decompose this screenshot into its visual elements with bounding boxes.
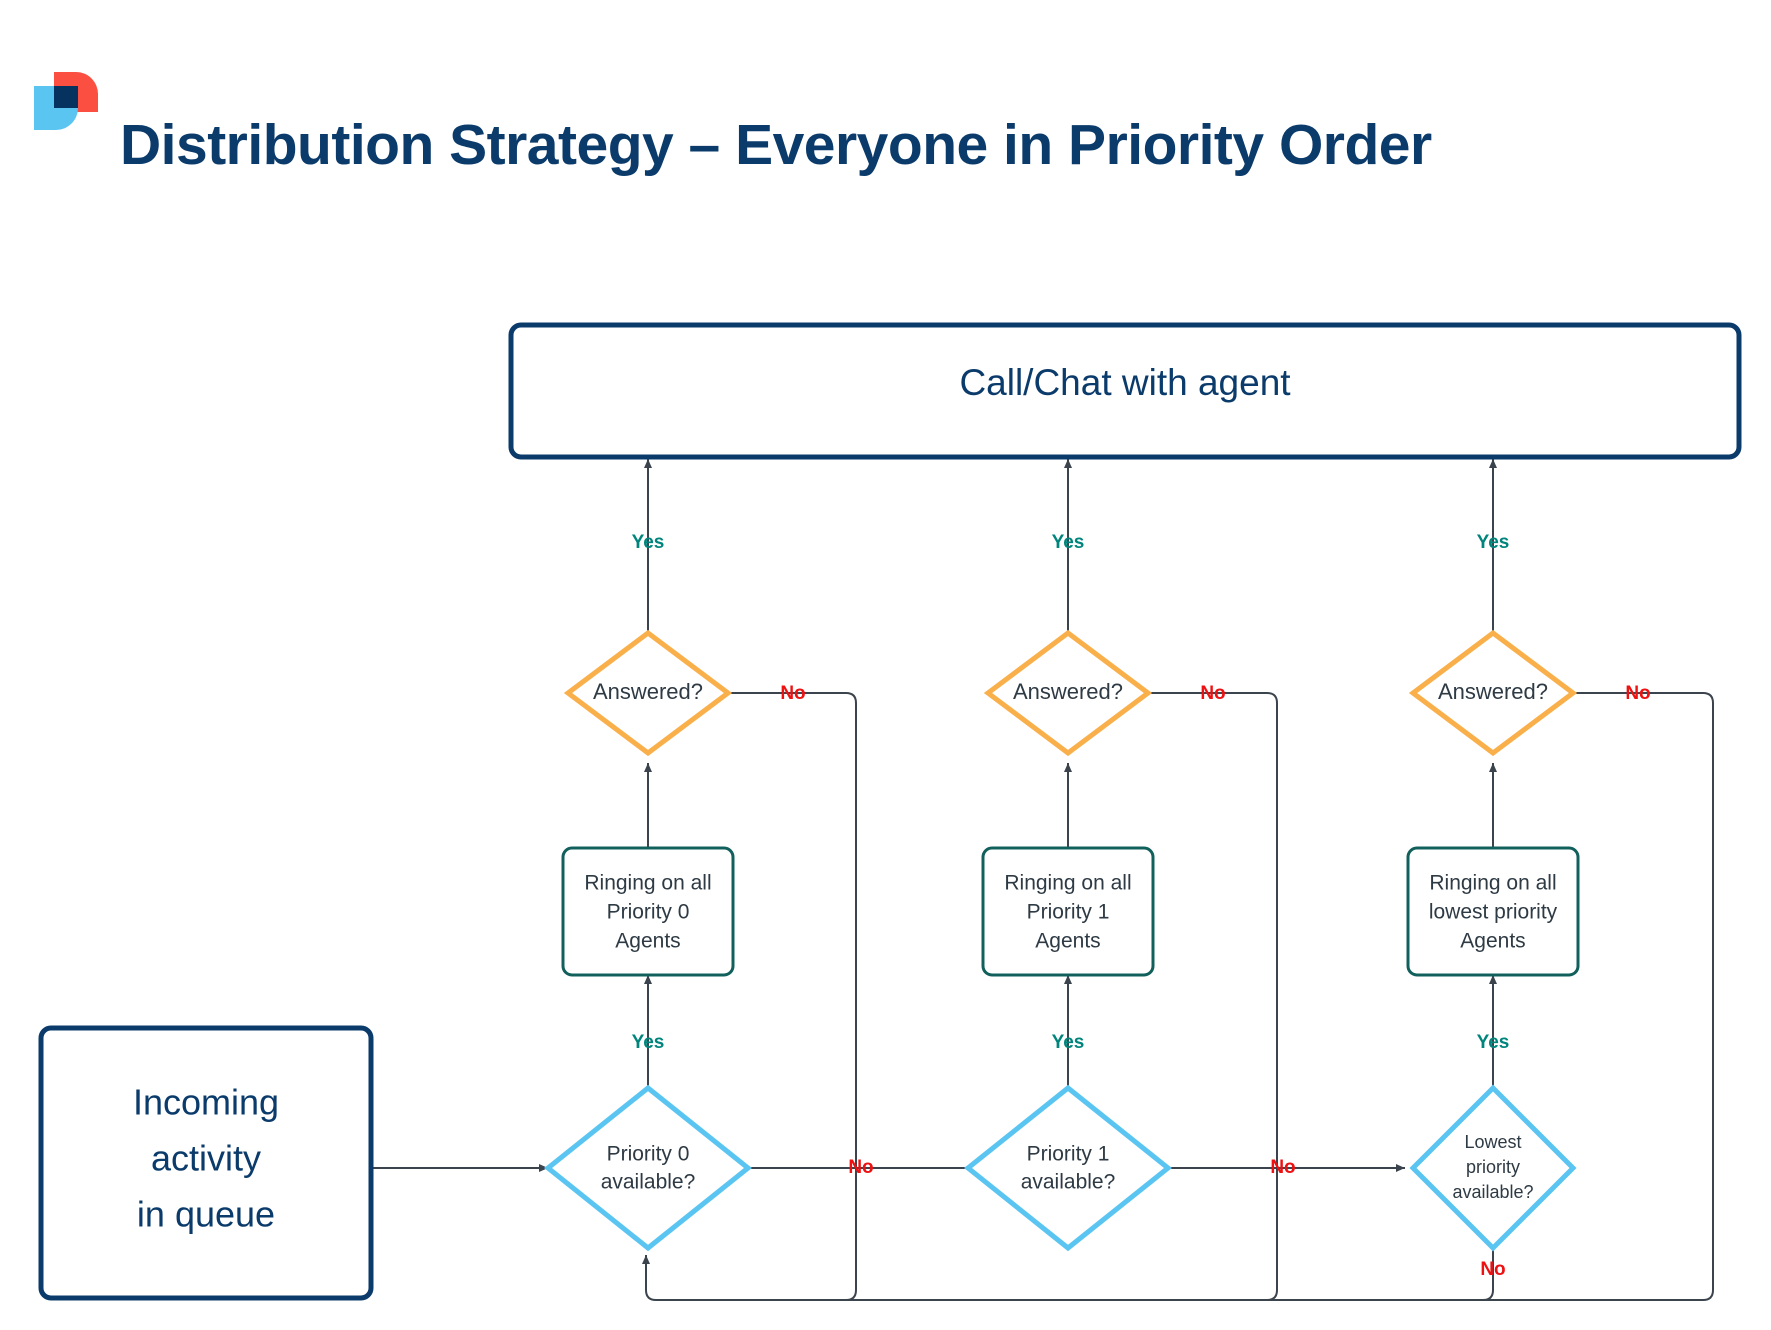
node-incoming-line3: in queue — [137, 1194, 275, 1235]
edge-label-yes-avail-1: Yes — [1052, 1032, 1085, 1053]
edge-answeredLow-no-return — [666, 692, 1714, 1301]
node-answered-0-label: Answered? — [593, 679, 703, 704]
node-avail-1-line2: available? — [1021, 1171, 1116, 1194]
node-avail-2-line2: priority — [1466, 1157, 1520, 1177]
node-ringing-1-line3: Agents — [1035, 930, 1100, 953]
node-priority-0-available[interactable] — [543, 1084, 753, 1252]
node-answered-1[interactable] — [983, 629, 1153, 757]
node-lowest-priority-available[interactable] — [1409, 1084, 1577, 1252]
page-header: Distribution Strategy – Everyone in Prio… — [0, 0, 1771, 220]
node-ringing-2-line3: Agents — [1460, 930, 1525, 953]
node-avail-0-line1: Priority 0 — [607, 1143, 690, 1166]
node-ringing-priority-1[interactable] — [981, 846, 1155, 977]
node-priority-1-available[interactable] — [963, 1084, 1173, 1252]
node-answered-2-label: Answered? — [1438, 679, 1548, 704]
edge-label-yes-avail-0: Yes — [632, 1032, 665, 1053]
edge-label-no-answered-1: No — [1200, 683, 1225, 704]
node-call-chat-label: Call/Chat with agent — [959, 362, 1291, 403]
node-ringing-2-line2: lowest priority — [1429, 901, 1558, 924]
edge-answered1-no-return — [666, 692, 1278, 1301]
node-ringing-priority-0[interactable] — [561, 846, 735, 977]
edge-label-yes-answered-1: Yes — [1052, 532, 1085, 553]
edge-label-no-answered-2: No — [1625, 683, 1650, 704]
edge-availLow-no-return — [666, 1243, 1494, 1301]
edge-label-no-avail-0: No — [848, 1157, 873, 1178]
edge-label-no-avail-1: No — [1270, 1157, 1295, 1178]
node-incoming-activity[interactable] — [38, 1025, 374, 1301]
node-avail-1-line1: Priority 1 — [1027, 1143, 1110, 1166]
node-ringing-0-line2: Priority 0 — [607, 901, 690, 924]
edge-label-no-answered-0: No — [780, 683, 805, 704]
node-ringing-0-line3: Agents — [615, 930, 680, 953]
brand-logo — [34, 72, 98, 130]
node-answered-1-label: Answered? — [1013, 679, 1123, 704]
edge-label-yes-avail-2: Yes — [1477, 1032, 1510, 1053]
node-avail-2-line1: Lowest — [1464, 1132, 1521, 1152]
edge-label-yes-answered-0: Yes — [632, 532, 665, 553]
node-ringing-0-line1: Ringing on all — [584, 872, 711, 895]
node-ringing-lowest-priority[interactable] — [1406, 846, 1580, 977]
node-avail-2-line3: available? — [1452, 1182, 1533, 1202]
node-answered-2[interactable] — [1408, 629, 1578, 757]
node-ringing-2-line1: Ringing on all — [1429, 872, 1556, 895]
node-ringing-1-line2: Priority 1 — [1027, 901, 1110, 924]
node-incoming-line1: Incoming — [133, 1082, 279, 1123]
edge-label-yes-answered-2: Yes — [1477, 532, 1510, 553]
node-call-chat-with-agent[interactable] — [508, 322, 1742, 460]
page-title: Distribution Strategy – Everyone in Prio… — [120, 113, 1432, 177]
logo-navy-square — [54, 86, 78, 108]
edge-answered0-no-return — [642, 692, 857, 1301]
node-incoming-line2: activity — [151, 1138, 261, 1179]
node-answered-0[interactable] — [563, 629, 733, 757]
edge-label-no-avail-2: No — [1480, 1259, 1505, 1280]
node-ringing-1-line1: Ringing on all — [1004, 872, 1131, 895]
node-avail-0-line2: available? — [601, 1171, 696, 1194]
